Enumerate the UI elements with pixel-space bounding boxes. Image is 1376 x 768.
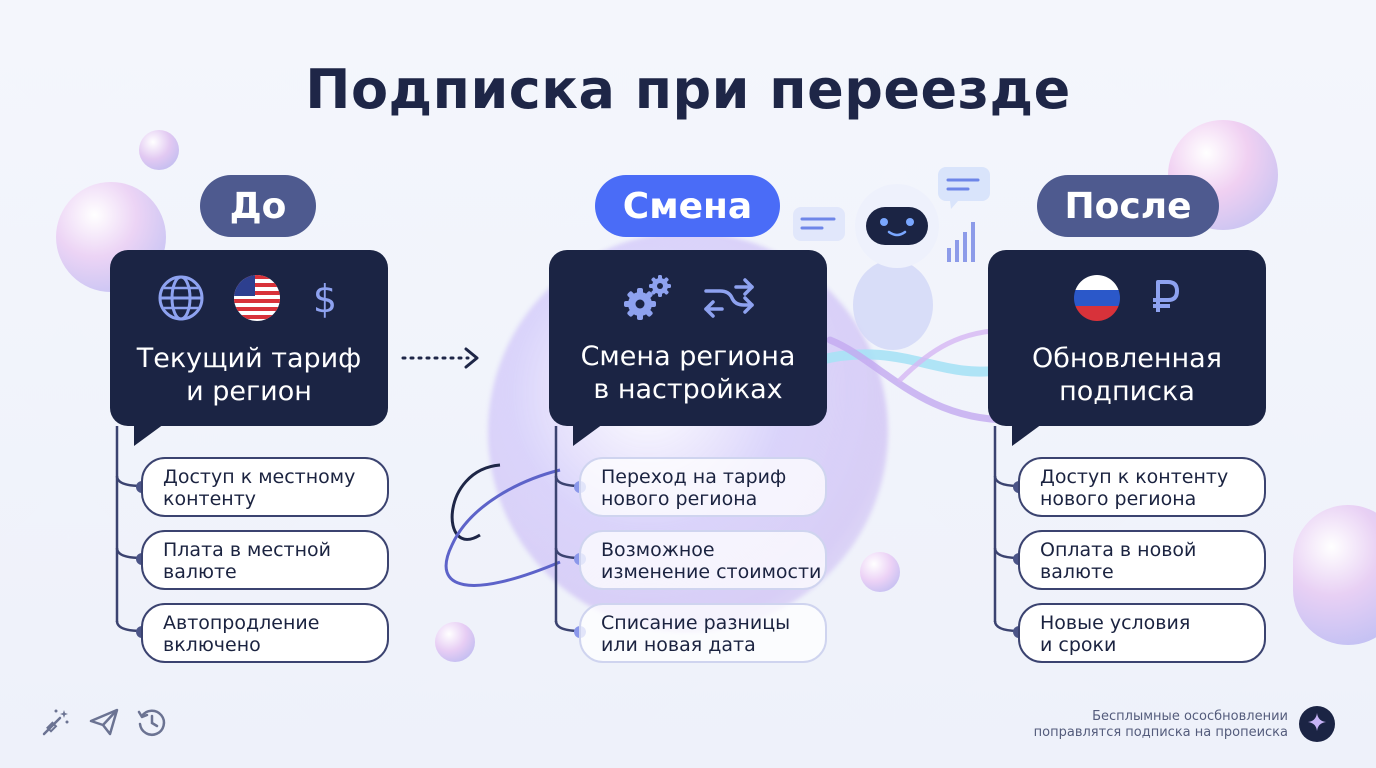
swap-arrows-icon (702, 274, 756, 322)
card-title-line: Обновленная (1032, 343, 1222, 374)
card-updated-subscription: Обновленная подписка (988, 250, 1266, 446)
card-title-line: Текущий тариф (136, 343, 362, 374)
dollar-icon: $ (309, 274, 341, 322)
russia-flag-icon (1073, 274, 1121, 322)
tree-connector (993, 426, 1021, 633)
svg-text:$: $ (313, 277, 337, 321)
tree-connector (115, 426, 143, 633)
tree-connector (554, 426, 582, 633)
decor-sphere (1293, 505, 1376, 645)
decor-sphere (860, 552, 900, 592)
stage-pill-change: Смена (595, 175, 780, 237)
sparkle-button[interactable] (1299, 706, 1335, 742)
history-icon[interactable] (136, 706, 168, 742)
card-title-line: Смена региона (580, 341, 796, 372)
page-title: Подписка при переезде (305, 58, 1071, 121)
card-region-change: Смена региона в настройках (549, 250, 827, 446)
ruble-icon (1149, 274, 1181, 322)
decor-sphere (435, 622, 475, 662)
decor-sphere (139, 130, 179, 170)
card-title-line: в настройках (593, 374, 783, 405)
card-title-line: и регион (186, 376, 312, 407)
magic-wand-icon[interactable] (40, 706, 72, 742)
card-current-plan: $ Текущий тариф и регион (110, 250, 388, 446)
sparkle-icon (1307, 712, 1327, 736)
stage-pill-after: После (1037, 175, 1219, 237)
globe-icon (157, 274, 205, 322)
footer-toolbar (40, 706, 168, 742)
card-title-line: подписка (1059, 376, 1195, 407)
send-icon[interactable] (88, 706, 120, 742)
gears-icon (620, 272, 674, 324)
us-flag-icon (233, 274, 281, 322)
footer-note: Бесплымные ососбновлении поправлятся под… (1033, 709, 1288, 740)
stage-pill-before: До (200, 175, 316, 237)
